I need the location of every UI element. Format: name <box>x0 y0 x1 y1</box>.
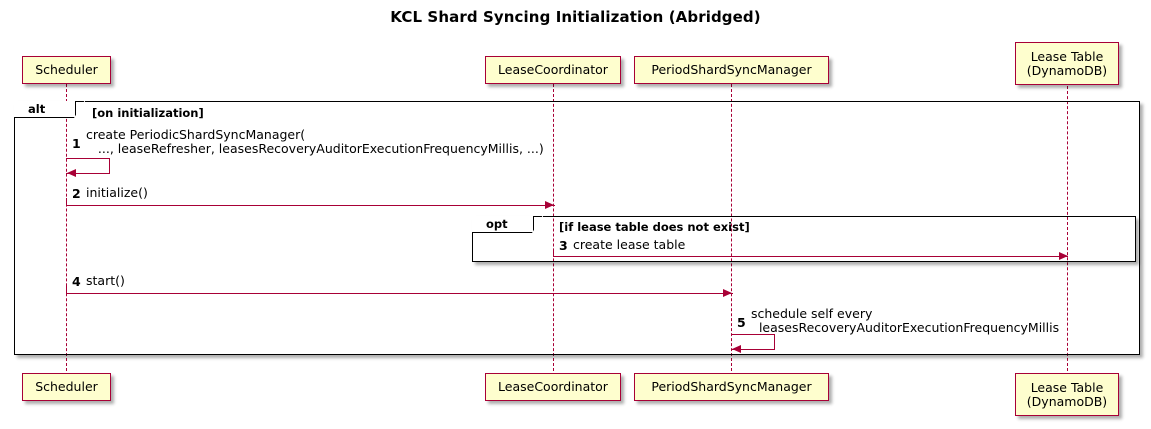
message-5-number: 5 <box>737 315 746 330</box>
fragment-opt-operator: opt <box>472 214 543 233</box>
message-1-number: 1 <box>72 136 81 151</box>
participant-scheduler-bottom[interactable]: Scheduler <box>22 373 111 401</box>
message-3-arrowhead <box>1059 251 1068 260</box>
message-4-origin-tick <box>66 286 67 294</box>
message-2-origin-tick <box>66 198 67 206</box>
message-3-line <box>553 256 1068 257</box>
message-4-label: start() <box>86 273 125 288</box>
message-1-arrowhead <box>67 169 76 177</box>
participant-scheduler-top[interactable]: Scheduler <box>22 56 111 84</box>
lifeline-leasecoordinator <box>553 84 554 371</box>
message-4-line <box>66 293 733 294</box>
message-4-arrowhead <box>723 288 732 297</box>
message-5-self-loop <box>731 334 775 350</box>
participant-periodshardsyncmanager-bottom[interactable]: PeriodShardSyncManager <box>634 373 829 401</box>
message-2-line <box>66 205 555 206</box>
message-3-number: 3 <box>559 238 568 253</box>
message-2-label: initialize() <box>86 185 148 200</box>
fragment-alt-operator: alt <box>14 99 85 118</box>
lifeline-periodshardsyncmanager <box>731 84 732 371</box>
message-5-arrowhead <box>732 345 741 353</box>
lifeline-scheduler <box>66 84 67 371</box>
message-5-label: schedule self every leasesRecoveryAudito… <box>751 306 1060 335</box>
message-2-number: 2 <box>72 186 81 201</box>
fragment-alt <box>14 101 1140 355</box>
message-1-label: create PeriodicShardSyncManager( ..., le… <box>86 127 544 156</box>
participant-leasetable-top[interactable]: Lease Table (DynamoDB) <box>1015 42 1119 85</box>
lifeline-leasetable <box>1067 86 1068 371</box>
message-1-self-loop <box>66 158 110 174</box>
message-3-label: create lease table <box>573 237 686 252</box>
message-4-number: 4 <box>72 274 81 289</box>
diagram-title: KCL Shard Syncing Initialization (Abridg… <box>390 8 761 26</box>
fragment-opt-condition: [if lease table does not exist] <box>559 220 750 234</box>
fragment-alt-condition: [on initialization] <box>92 106 204 120</box>
participant-leasecoordinator-top[interactable]: LeaseCoordinator <box>485 56 621 84</box>
participant-leasetable-bottom[interactable]: Lease Table (DynamoDB) <box>1015 373 1119 416</box>
message-2-arrowhead <box>545 200 554 209</box>
participant-leasecoordinator-bottom[interactable]: LeaseCoordinator <box>485 373 621 401</box>
fragment-opt <box>472 216 1136 262</box>
message-3-origin-tick <box>553 249 554 257</box>
participant-periodshardsyncmanager-top[interactable]: PeriodShardSyncManager <box>634 56 829 84</box>
